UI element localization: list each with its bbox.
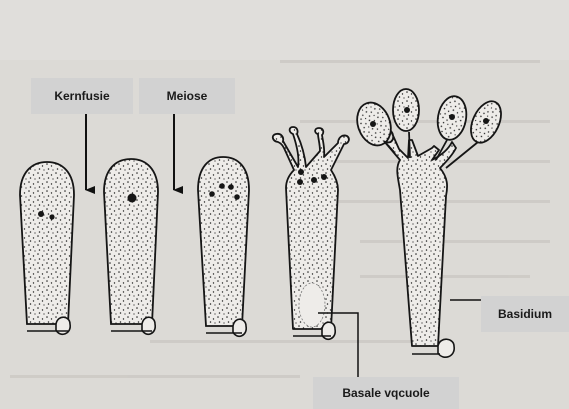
nucleus [219, 183, 225, 189]
meiose-label: Meiose [139, 78, 235, 114]
spore-nucleus [483, 118, 489, 124]
nucleus [209, 191, 215, 197]
spore-nucleus [404, 107, 410, 113]
cell-stage-2 [104, 159, 158, 334]
fused-nucleus [128, 194, 137, 203]
basal-vacuole [299, 283, 325, 327]
nucleus [298, 169, 304, 175]
nucleus [321, 174, 327, 180]
cell-stage-1 [20, 162, 74, 334]
spore-nucleus [370, 121, 376, 127]
nucleus [297, 179, 303, 185]
kernfusie-label: Kernfusie [31, 78, 133, 114]
basidium-label: Basidium [481, 296, 569, 332]
nucleus [49, 214, 54, 219]
nucleus [38, 211, 44, 217]
nucleus [311, 177, 317, 183]
cell-stage-3 [198, 157, 249, 336]
basal-vacuole-label: Basale vqcuole [313, 377, 459, 409]
spore-nucleus [449, 114, 455, 120]
nucleus [234, 194, 240, 200]
nucleus [228, 184, 234, 190]
